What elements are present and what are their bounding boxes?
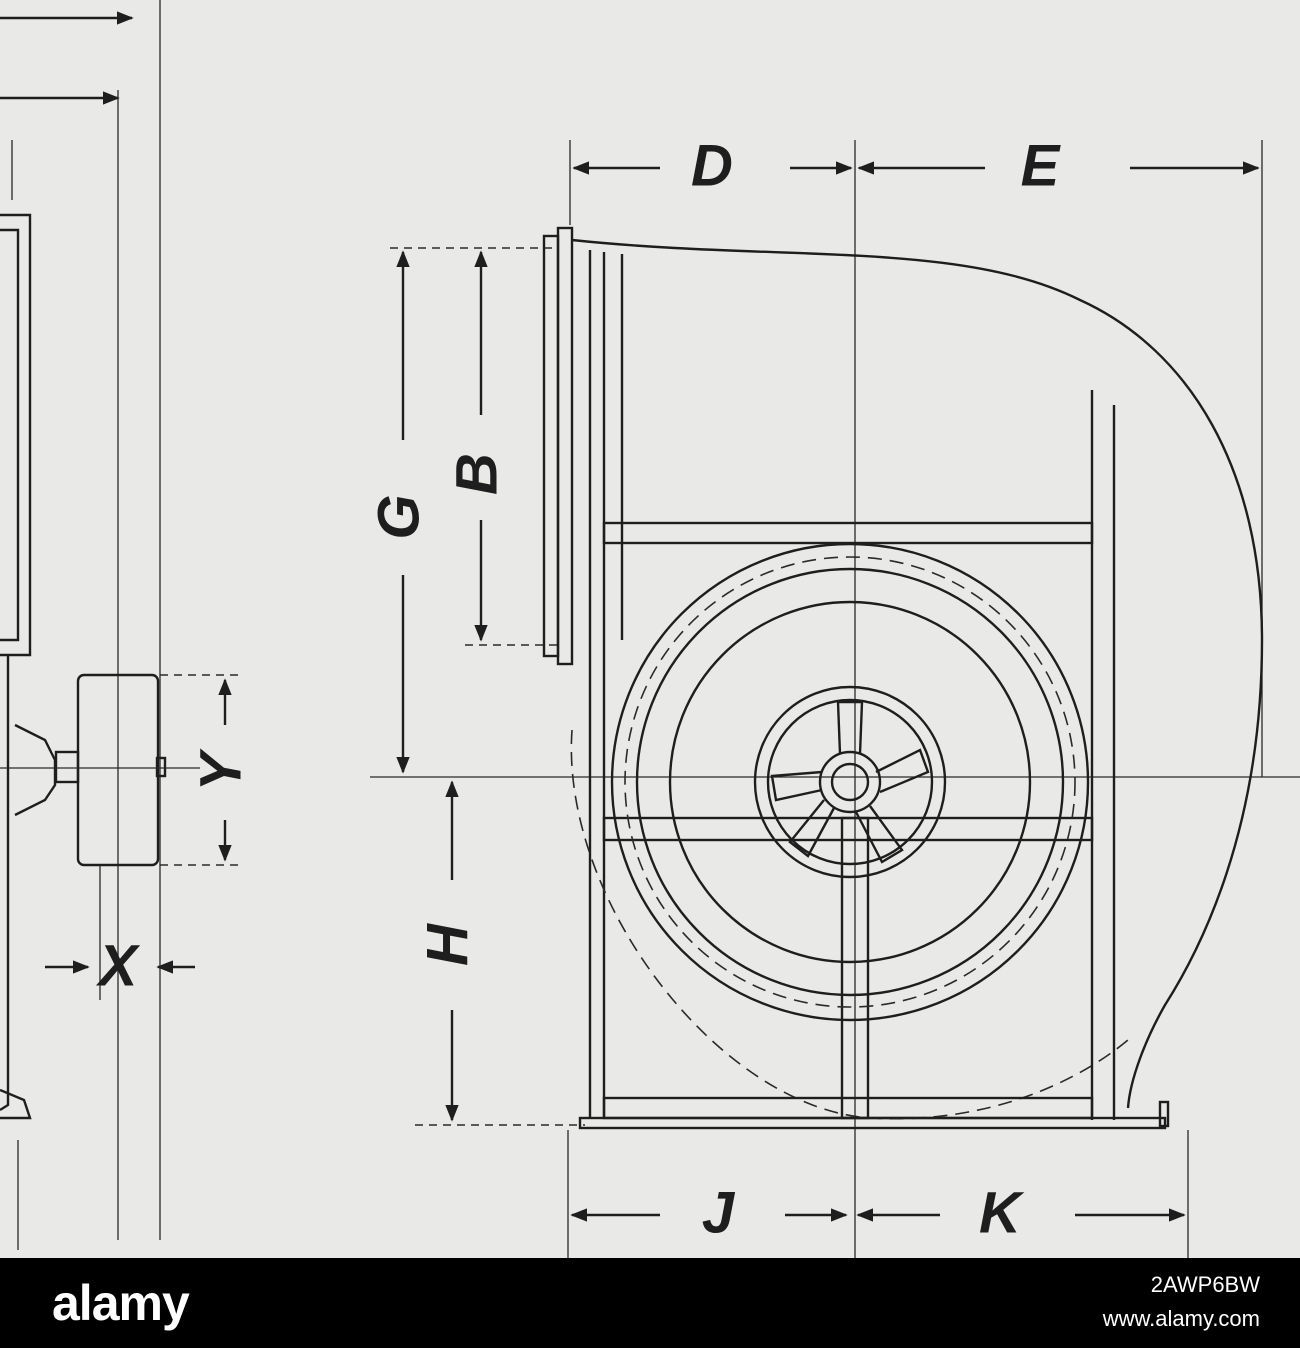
footer-brand: alamy xyxy=(52,1275,190,1331)
spoke-3 xyxy=(854,805,904,864)
dimension-label-e: E xyxy=(1021,133,1062,198)
outlet-flange-inner xyxy=(556,226,574,666)
spoke-5 xyxy=(770,770,823,802)
dimension-label-g: G xyxy=(366,494,431,539)
hub-spokes xyxy=(770,700,930,864)
shaft-bore xyxy=(830,762,870,802)
dimension-label-b: B xyxy=(444,453,509,495)
inlet-ring-inner xyxy=(668,600,1032,964)
spoke-4 xyxy=(788,799,836,858)
dimensions: D E G B H J xyxy=(366,133,1260,1245)
shaft-end xyxy=(155,756,167,778)
scroll-casing-outline xyxy=(571,238,1264,1109)
dimension-label-h: H xyxy=(415,923,480,966)
dimension-label-x: X xyxy=(96,933,141,998)
frame-lower-edge xyxy=(0,655,10,1112)
dimension-label-y: Y xyxy=(188,747,253,791)
casing-side-outline xyxy=(0,213,32,657)
spoke-2 xyxy=(875,748,930,794)
base-plate xyxy=(578,1116,1167,1130)
outlet-flange-outer xyxy=(542,234,560,658)
footer-image-id: 2AWP6BW xyxy=(1150,1272,1260,1297)
inner-side-outline xyxy=(0,228,20,642)
hub-boss xyxy=(818,750,882,814)
scroll-casing-hidden-edge xyxy=(570,729,1129,1120)
footer-image-info: 2AWP6BW www.alamy.com xyxy=(1103,1268,1260,1336)
upper-cross-brace xyxy=(602,521,1094,545)
hub-wheel-inner xyxy=(766,698,934,866)
foot-plate xyxy=(0,1088,32,1120)
dimension-label-k: K xyxy=(979,1180,1025,1245)
dimension-label-d: D xyxy=(691,133,733,198)
spoke-1 xyxy=(836,700,864,755)
watermark-footer: alamy 2AWP6BW www.alamy.com xyxy=(0,1258,1300,1348)
side-view-partial: Y X xyxy=(0,0,253,1250)
inlet-ring-middle xyxy=(635,567,1065,997)
bearing-housing xyxy=(14,723,57,817)
dimension-label-j: J xyxy=(702,1180,736,1245)
drawing-canvas: Y X xyxy=(0,0,1300,1258)
inlet-ring-hidden xyxy=(624,556,1076,1008)
fan-technical-drawing: Y X xyxy=(0,0,1300,1258)
footer-site: www.alamy.com xyxy=(1102,1306,1260,1331)
base-plate-end xyxy=(1158,1100,1170,1128)
shaft-collar xyxy=(54,750,80,784)
inlet-ring-outer xyxy=(610,542,1090,1022)
hub-wheel-outer xyxy=(753,685,947,879)
fan-front-view xyxy=(370,140,1300,1258)
